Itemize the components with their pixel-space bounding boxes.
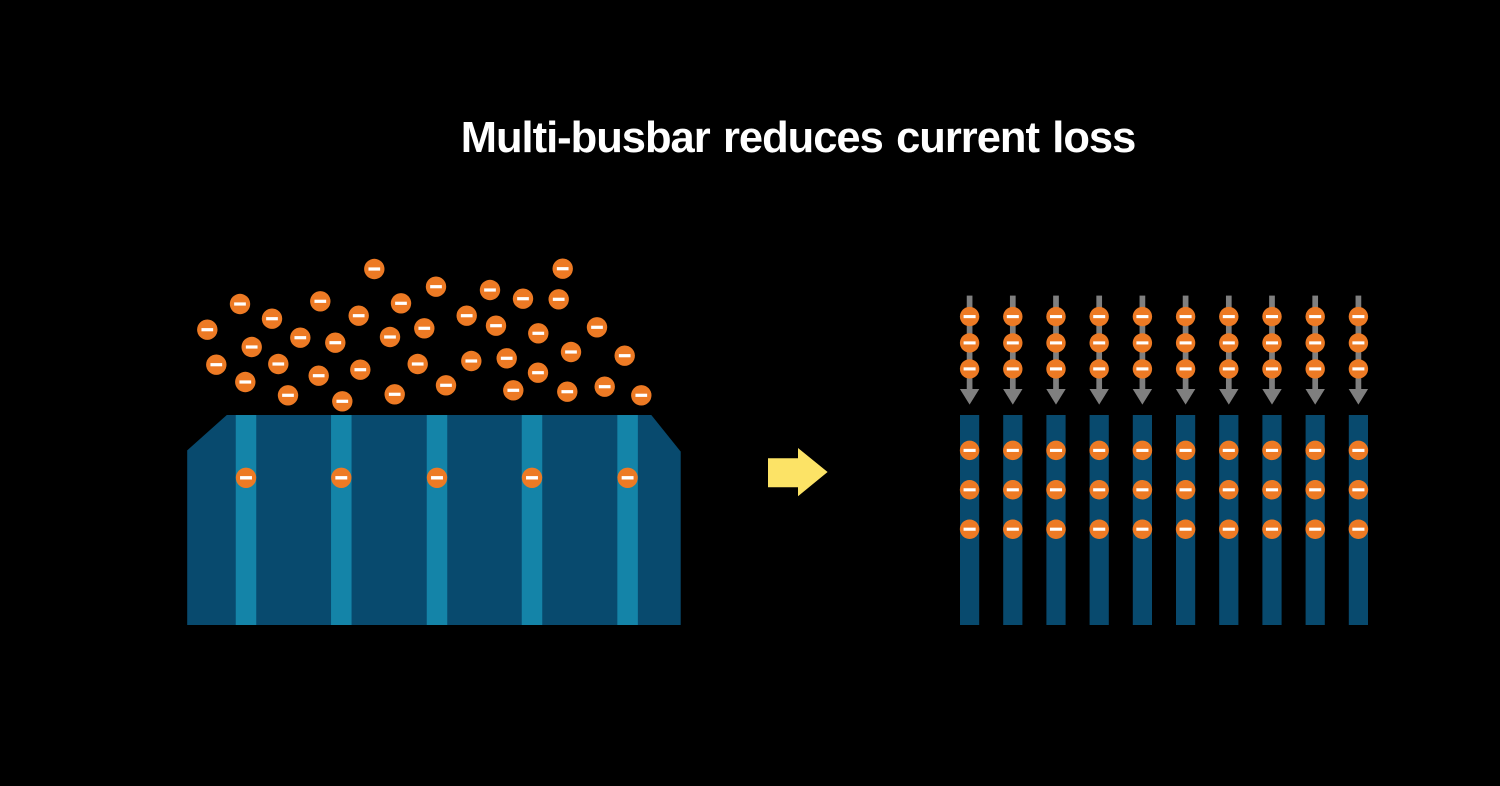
svg-text:Multi-busbar reduces current l: Multi-busbar reduces current loss <box>461 114 1136 162</box>
